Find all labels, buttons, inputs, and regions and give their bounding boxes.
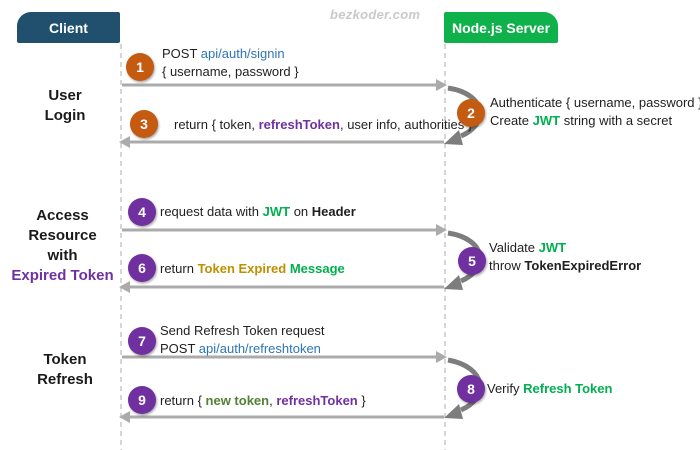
text-segment: Token xyxy=(43,351,87,368)
text-segment: Validate xyxy=(489,240,539,255)
text-segment: refreshToken xyxy=(258,117,340,132)
text-segment: Header xyxy=(311,204,356,219)
text-segment: Login xyxy=(44,107,86,124)
actor-server: Node.js Server xyxy=(444,12,558,43)
arrowhead-step-2 xyxy=(444,130,463,145)
text-segment: { username, password } xyxy=(162,64,299,79)
message-line: throw TokenExpiredError xyxy=(489,257,641,275)
section-line: with xyxy=(5,246,120,266)
text-segment: refreshToken xyxy=(276,393,358,408)
section-line: Access xyxy=(5,206,120,226)
text-segment: Message xyxy=(289,261,345,276)
section-label-access-resource: Access Resource with Expired Token xyxy=(5,206,120,286)
arrowhead-step-8 xyxy=(444,404,463,419)
step-6-badge: 6 xyxy=(128,254,156,282)
text-segment: api/auth/refreshtoken xyxy=(198,341,321,356)
text-segment: Access xyxy=(36,207,89,224)
section-line: Login xyxy=(10,106,120,126)
arrowhead-step-3 xyxy=(119,136,130,148)
text-segment: JWT xyxy=(538,240,567,255)
message-line: return Token Expired Message xyxy=(160,260,345,278)
section-line: Expired Token xyxy=(5,266,120,286)
text-segment: Refresh xyxy=(37,371,93,388)
text-segment: new token xyxy=(205,393,270,408)
arrowhead-step-4 xyxy=(436,224,447,236)
step-4-badge: 4 xyxy=(128,198,156,226)
text-segment: Verify xyxy=(487,381,524,396)
step-9-badge: 9 xyxy=(128,386,156,414)
section-line: Refresh xyxy=(10,370,120,390)
step-2-badge: 2 xyxy=(457,99,485,127)
message-line: Authenticate { username, password } xyxy=(490,94,700,112)
text-segment: JWT xyxy=(532,113,561,128)
section-label-user-login: User Login xyxy=(10,86,120,126)
text-segment: Send Refresh Token request xyxy=(160,323,325,338)
message-line: Validate JWT xyxy=(489,239,641,257)
text-segment: } xyxy=(357,393,366,408)
arrowhead-step-1 xyxy=(436,79,447,91)
text-segment: return { token, xyxy=(174,117,259,132)
message-line: POST api/auth/refreshtoken xyxy=(160,340,325,358)
step-2-message: Authenticate { username, password } Crea… xyxy=(490,94,700,130)
step-3-message: return { token, refreshToken, user info,… xyxy=(174,116,472,134)
arrowhead-step-6 xyxy=(119,281,130,293)
message-line: request data with JWT on Header xyxy=(160,203,356,221)
section-label-token-refresh: Token Refresh xyxy=(10,350,120,390)
text-segment: return xyxy=(160,261,198,276)
step-5-message: Validate JWT throw TokenExpiredError xyxy=(489,239,641,275)
text-segment: on xyxy=(290,204,312,219)
step-9-message: return { new token, refreshToken } xyxy=(160,392,366,410)
text-segment: Token Expired xyxy=(197,261,287,276)
section-line: Resource xyxy=(5,226,120,246)
text-segment: , user info, authorities } xyxy=(339,117,473,132)
arrowhead-step-5 xyxy=(444,275,463,290)
message-line: Verify Refresh Token xyxy=(487,380,612,398)
text-segment: string with a secret xyxy=(560,113,673,128)
step-1-badge: 1 xyxy=(126,53,154,81)
text-segment: User xyxy=(48,87,82,104)
text-segment: POST xyxy=(160,341,199,356)
text-segment: api/auth/signin xyxy=(200,46,285,61)
message-line: Send Refresh Token request xyxy=(160,322,325,340)
text-segment: Resource xyxy=(28,227,97,244)
step-3-badge: 3 xyxy=(130,110,158,138)
text-segment: Expired Token xyxy=(11,267,114,284)
step-7-message: Send Refresh Token request POST api/auth… xyxy=(160,322,325,358)
arrowhead-step-9 xyxy=(119,411,130,423)
text-segment: return { xyxy=(160,393,206,408)
text-segment: , xyxy=(269,393,277,408)
message-line: return { token, refreshToken, user info,… xyxy=(174,116,472,134)
text-segment: throw xyxy=(489,258,525,273)
actor-client: Client xyxy=(17,12,120,43)
section-line: User xyxy=(10,86,120,106)
step-1-message: POST api/auth/signin { username, passwor… xyxy=(162,45,299,81)
step-4-message: request data with JWT on Header xyxy=(160,203,356,221)
text-segment: JWT xyxy=(262,204,291,219)
step-8-badge: 8 xyxy=(457,375,485,403)
text-segment: Authenticate { username, password } xyxy=(490,95,700,110)
text-segment: POST xyxy=(162,46,201,61)
step-5-badge: 5 xyxy=(458,247,486,275)
text-segment: Create xyxy=(490,113,533,128)
arrowhead-step-7 xyxy=(436,351,447,363)
section-line: Token xyxy=(10,350,120,370)
text-segment: with xyxy=(47,247,78,264)
watermark: bezkoder.com xyxy=(330,7,421,22)
step-7-badge: 7 xyxy=(128,327,156,355)
text-segment: request data with xyxy=(160,204,263,219)
message-line: return { new token, refreshToken } xyxy=(160,392,366,410)
step-8-message: Verify Refresh Token xyxy=(487,380,612,398)
step-6-message: return Token Expired Message xyxy=(160,260,345,278)
text-segment: TokenExpiredError xyxy=(524,258,642,273)
text-segment: Refresh Token xyxy=(523,381,613,396)
message-line: POST api/auth/signin xyxy=(162,45,299,63)
message-line: { username, password } xyxy=(162,63,299,81)
message-line: Create JWT string with a secret xyxy=(490,112,700,130)
